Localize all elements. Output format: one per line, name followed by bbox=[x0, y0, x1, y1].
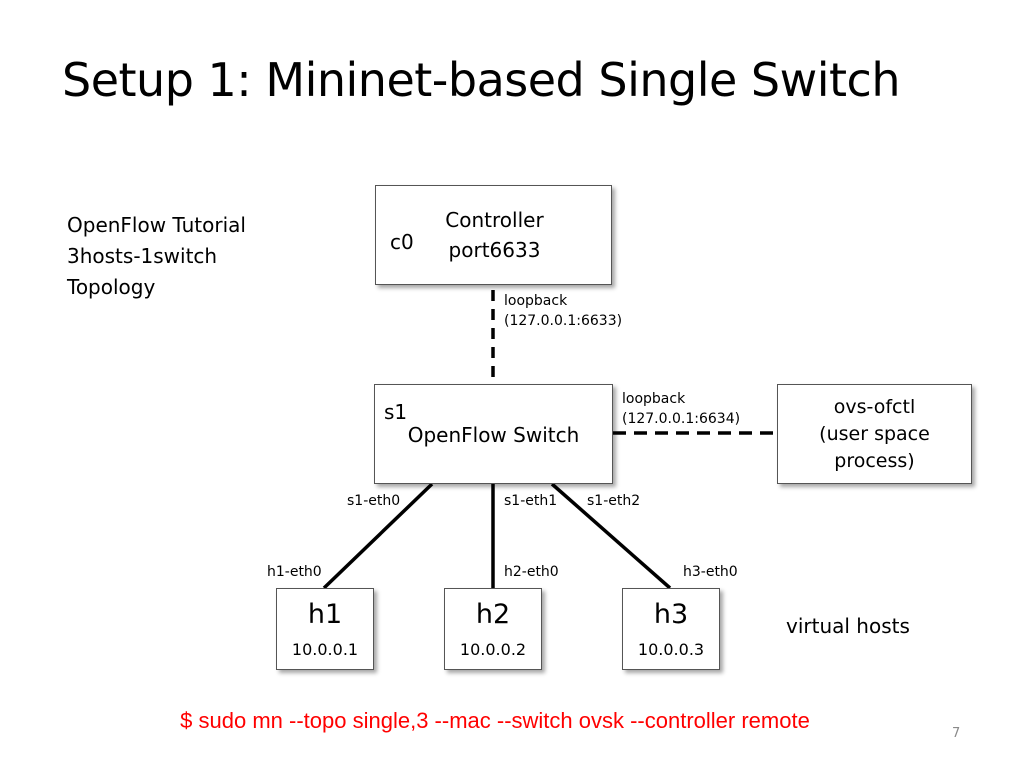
host-ip: 10.0.0.3 bbox=[637, 640, 705, 659]
topology-description: OpenFlow Tutorial 3hosts-1switch Topolog… bbox=[67, 210, 246, 303]
h1-link bbox=[322, 482, 434, 590]
host-name: h3 bbox=[653, 599, 689, 630]
host-name: h2 bbox=[475, 599, 511, 630]
switch-label: OpenFlow Switch bbox=[407, 423, 580, 447]
host-box-h3: h3 10.0.0.3 bbox=[622, 588, 720, 670]
controller-box: c0 Controller port6633 bbox=[375, 185, 612, 285]
host-ip: 10.0.0.2 bbox=[459, 640, 527, 659]
mininet-command: $ sudo mn --topo single,3 --mac --switch… bbox=[180, 708, 810, 733]
description-line: 3hosts-1switch bbox=[67, 244, 218, 268]
ofctl-desc-line: (user space bbox=[819, 423, 930, 445]
controller-id: c0 bbox=[390, 230, 414, 254]
switch-box: s1 OpenFlow Switch bbox=[374, 384, 613, 484]
description-line: OpenFlow Tutorial bbox=[67, 213, 246, 237]
switch-port-label: s1-eth0 bbox=[347, 493, 401, 509]
host-port-label: h2-eth0 bbox=[504, 564, 559, 580]
virtual-hosts-label: virtual hosts bbox=[786, 614, 910, 638]
controller-link-label: loopback bbox=[504, 293, 568, 309]
ofctl-desc-line: process) bbox=[834, 450, 915, 472]
switch-port-label: s1-eth1 bbox=[504, 493, 558, 509]
description-line: Topology bbox=[67, 275, 156, 299]
ofctl-name: ovs-ofctl bbox=[833, 396, 916, 418]
host-name: h1 bbox=[307, 599, 343, 630]
switch-id: s1 bbox=[384, 400, 408, 424]
controller-port: port6633 bbox=[448, 238, 541, 262]
ofctl-link-label: loopback bbox=[622, 391, 686, 407]
controller-label: Controller bbox=[445, 208, 544, 232]
host-port-label: h1-eth0 bbox=[267, 564, 322, 580]
host-box-h1: h1 10.0.0.1 bbox=[276, 588, 374, 670]
controller-link-address: (127.0.0.1:6633) bbox=[504, 313, 623, 329]
host-port-label: h3-eth0 bbox=[683, 564, 738, 580]
page-number: 7 bbox=[952, 726, 961, 741]
ofctl-box: ovs-ofctl (user space process) bbox=[777, 384, 972, 484]
host-ip: 10.0.0.1 bbox=[291, 640, 359, 659]
host-box-h2: h2 10.0.0.2 bbox=[444, 588, 542, 670]
switch-port-label: s1-eth2 bbox=[587, 493, 641, 509]
h3-link bbox=[550, 482, 672, 590]
slide-title: Setup 1: Mininet-based Single Switch bbox=[62, 53, 901, 107]
ofctl-link-address: (127.0.0.1:6634) bbox=[622, 411, 741, 427]
